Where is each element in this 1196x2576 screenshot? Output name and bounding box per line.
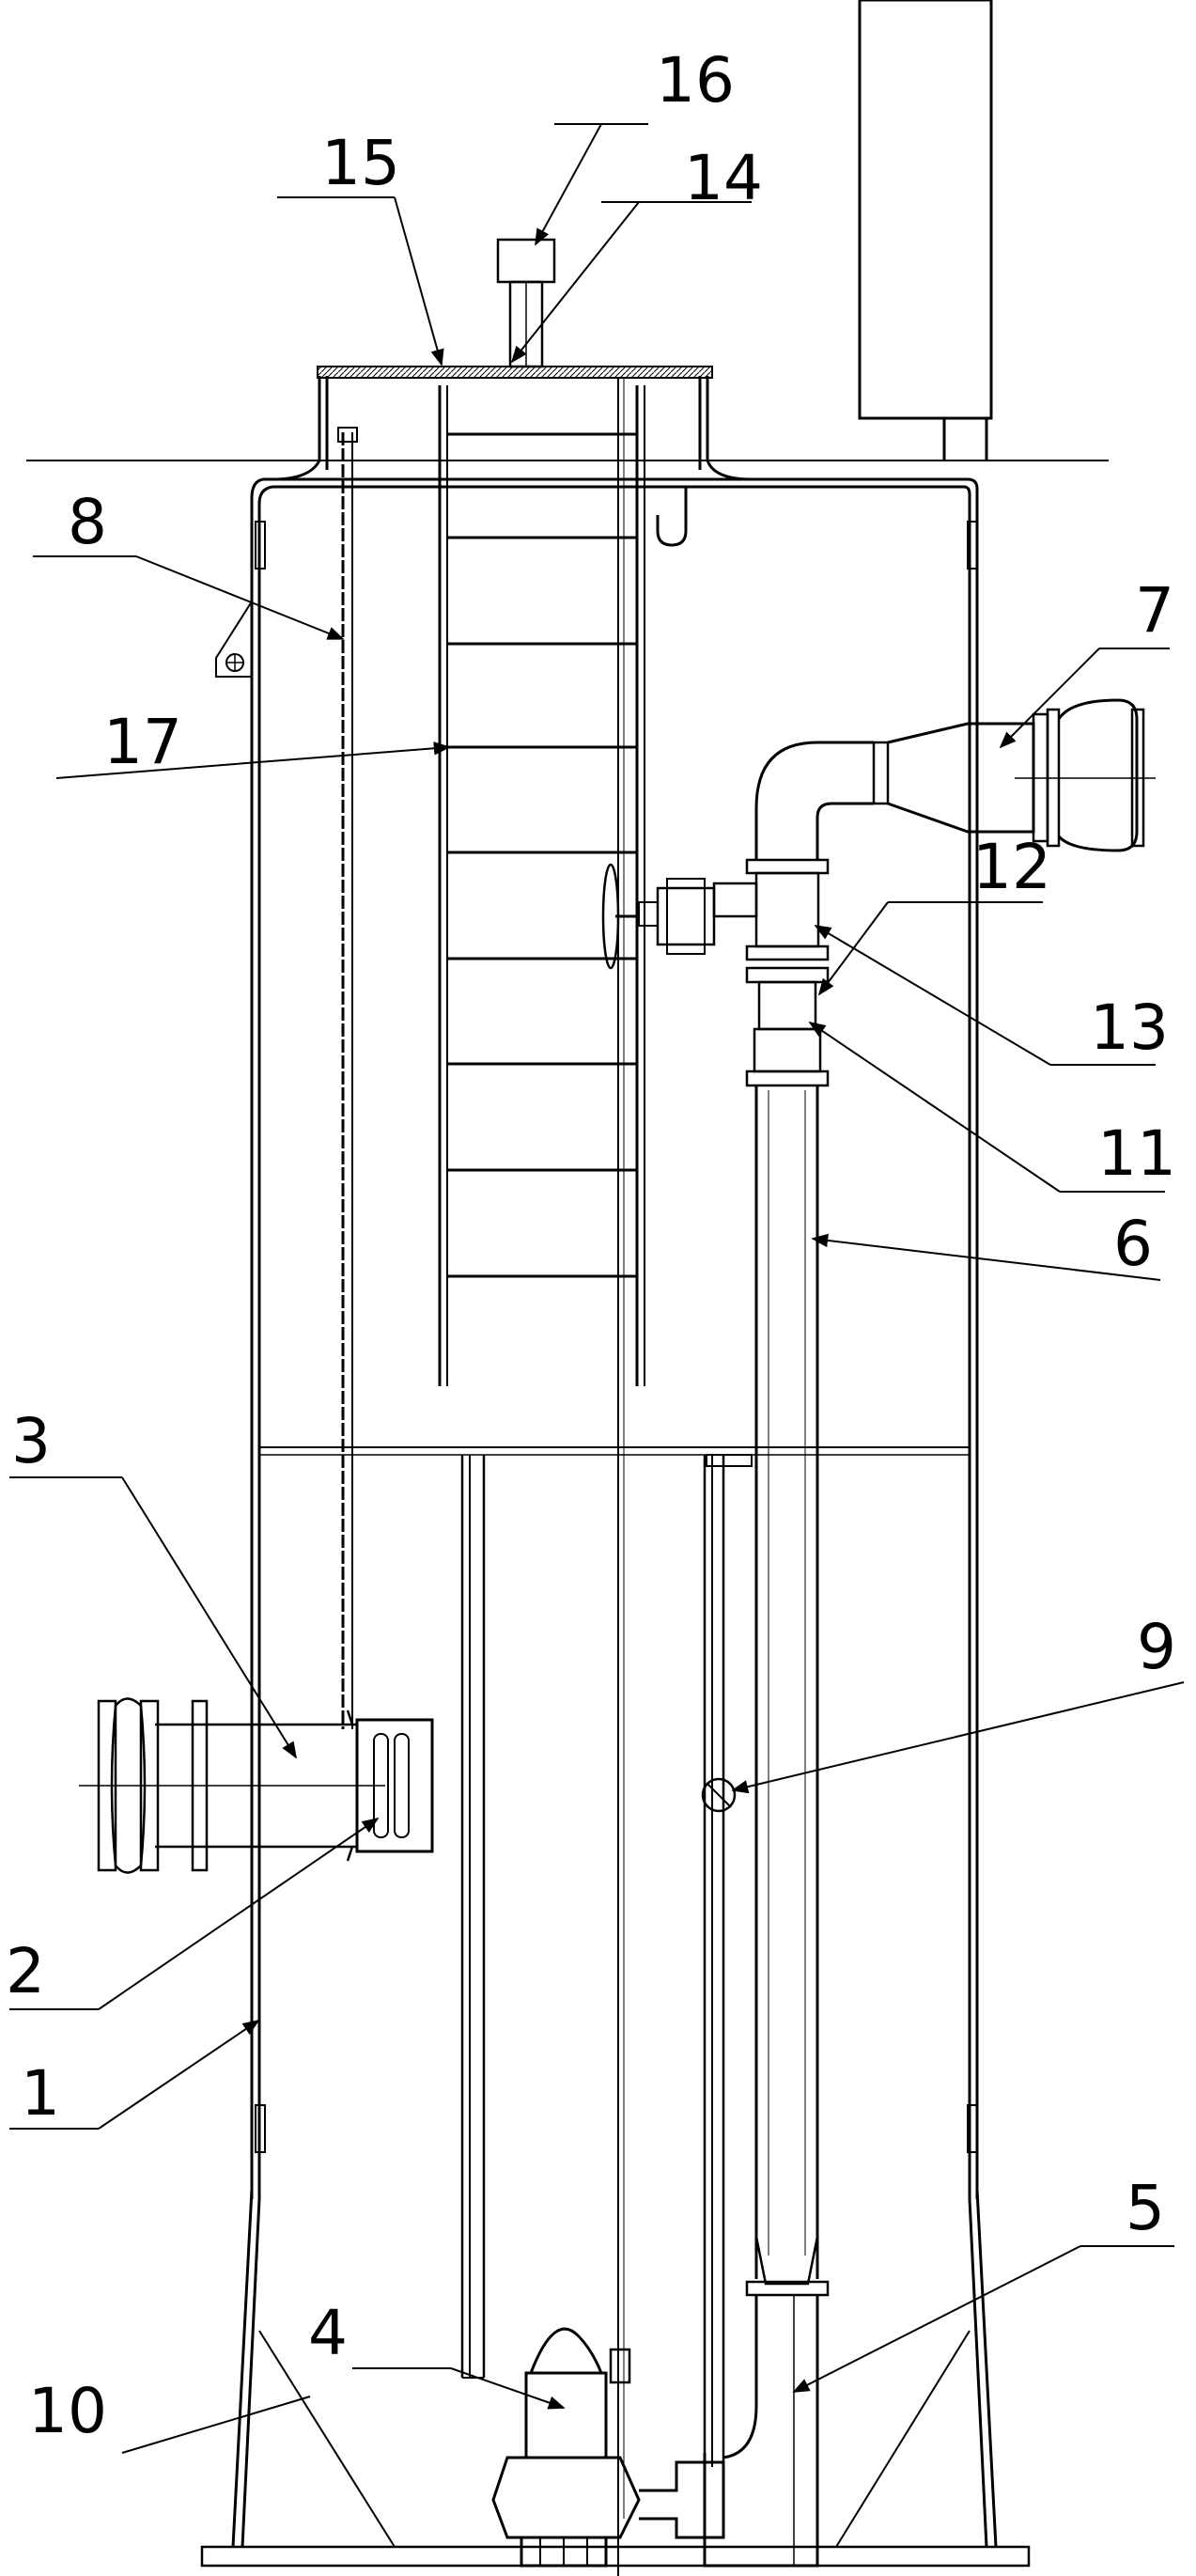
vent-pipe — [496, 238, 556, 368]
access-riser — [272, 376, 753, 481]
leader-lines — [9, 123, 1185, 2454]
callout-14: 14 — [684, 142, 763, 214]
float-switch — [701, 1777, 737, 1813]
outlet-elbow — [754, 698, 1156, 860]
ladder — [438, 385, 645, 1386]
guide-rail-left — [337, 427, 358, 1729]
callout-13: 13 — [1090, 991, 1169, 1064]
guide-rails-inner — [460, 1454, 753, 2467]
callout-8: 8 — [68, 486, 107, 558]
callout-1: 1 — [21, 2057, 60, 2130]
callout-4: 4 — [308, 2297, 348, 2369]
discharge-pipe — [745, 966, 830, 2286]
tank-shell — [250, 477, 979, 2199]
callout-12: 12 — [972, 831, 1051, 903]
inlet-pipe — [79, 1697, 434, 1874]
callout-7: 7 — [1135, 574, 1174, 647]
guide-hook — [656, 487, 688, 547]
callout-17: 17 — [103, 706, 182, 778]
control-cabinet — [858, 0, 993, 461]
callout-9: 9 — [1137, 1611, 1176, 1683]
lifting-lug — [215, 601, 253, 678]
submersible-pump — [491, 2327, 725, 2568]
callout-5: 5 — [1126, 2172, 1165, 2244]
callout-15: 15 — [321, 127, 400, 199]
callout-16: 16 — [656, 44, 735, 117]
grating-cover — [317, 366, 713, 379]
callout-11: 11 — [1097, 1117, 1176, 1190]
callout-10: 10 — [28, 2375, 107, 2447]
callout-3: 3 — [11, 1405, 51, 1477]
callout-6: 6 — [1113, 1208, 1153, 1280]
base-plate — [200, 2189, 1031, 2568]
gate-valve — [601, 858, 830, 970]
callout-2: 2 — [6, 1935, 45, 2007]
